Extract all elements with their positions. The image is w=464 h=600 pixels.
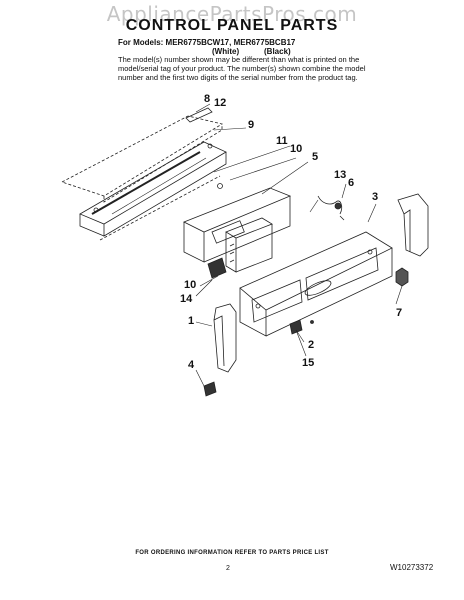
callout-14: 14 [180, 293, 193, 305]
callout-3: 3 [372, 191, 378, 203]
part-vent-trim [60, 115, 224, 203]
callout-11: 11 [276, 135, 288, 147]
callout-5: 5 [312, 151, 318, 163]
callout-10-top: 10 [290, 143, 302, 155]
callout-10-bottom: 10 [184, 279, 196, 291]
variant-black: (Black) [264, 47, 291, 56]
part-bracket [185, 107, 213, 123]
part-right-endcap [397, 193, 429, 257]
variant-white: (White) [212, 47, 240, 56]
callout-8: 8 [204, 93, 210, 105]
callout-13: 13 [334, 169, 346, 181]
part-knob [395, 267, 409, 287]
callout-15: 15 [302, 357, 314, 369]
model-note: The model(s) number shown may be differe… [118, 55, 366, 82]
leader-lines [195, 103, 403, 387]
document-id: W10273372 [390, 563, 434, 572]
callout-12: 12 [214, 97, 226, 109]
part-switch-block [207, 217, 273, 279]
part-control-housing [79, 141, 227, 241]
part-screw-4 [203, 381, 217, 397]
page-number: 2 [226, 565, 230, 572]
part-control-panel [239, 231, 393, 337]
callout-4: 4 [188, 359, 195, 371]
watermark: AppliancePartsPros.com [106, 2, 358, 26]
callout-1: 1 [188, 315, 194, 327]
part-control-board [183, 183, 292, 263]
callout-2: 2 [308, 339, 314, 351]
models-line: For Models: MER6775BCW17, MER6775BCB17 [118, 38, 296, 47]
part-screw [289, 319, 314, 335]
callout-7: 7 [396, 307, 402, 319]
callout-6: 6 [348, 177, 354, 189]
callout-labels: 8 12 9 11 10 5 13 6 3 10 14 7 1 2 15 4 [180, 93, 402, 371]
callout-9: 9 [248, 119, 254, 131]
page-title: CONTROL PANEL PARTS [125, 17, 339, 34]
part-wire-harness [317, 195, 345, 221]
model-variants: (White) (Black) [118, 47, 291, 74]
ordering-info: FOR ORDERING INFORMATION REFER TO PARTS … [135, 550, 329, 556]
part-left-endcap [213, 303, 237, 373]
